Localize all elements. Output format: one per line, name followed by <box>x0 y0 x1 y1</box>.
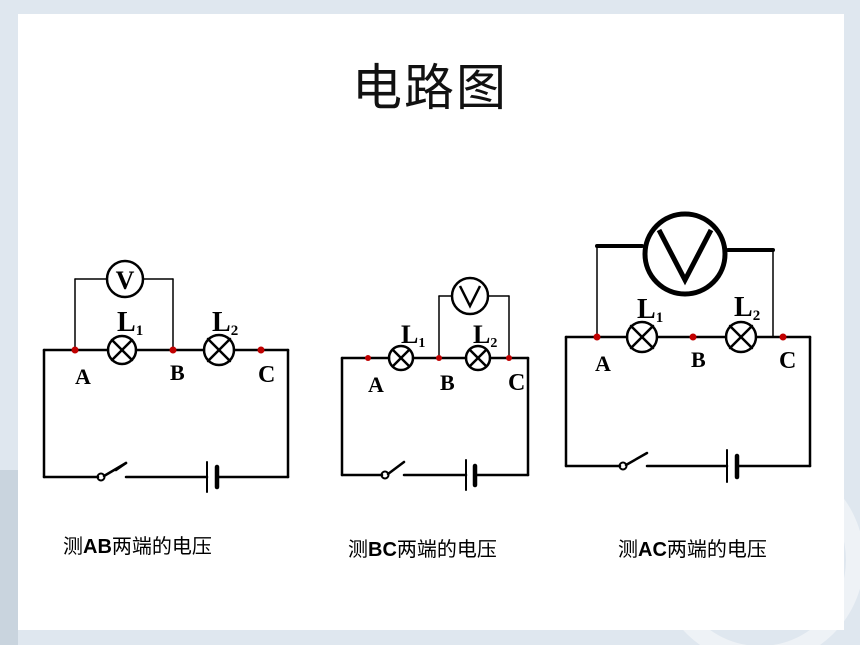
point-c-label: C <box>779 348 796 374</box>
caption-ab: 测AB两端的电压 <box>63 534 212 558</box>
lamp-l1-3 <box>625 320 659 354</box>
node-b-2 <box>436 355 442 361</box>
lamp2-label: L2 <box>473 320 497 351</box>
switch-2 <box>380 460 406 480</box>
lamp-l2-1 <box>202 333 236 367</box>
page-title: 电路图 <box>352 59 508 117</box>
point-a-label: A <box>75 364 91 389</box>
circuit-3 <box>564 211 812 483</box>
battery-2 <box>465 459 478 491</box>
voltmeter-v-glyph-3 <box>656 228 714 286</box>
lamp2-label: L2 <box>212 307 238 339</box>
node-b-1 <box>169 346 177 354</box>
voltmeter-3 <box>642 211 728 297</box>
point-b-label: B <box>440 370 455 395</box>
node-a-3 <box>593 333 601 341</box>
lamp1-label: L1 <box>637 294 663 326</box>
lamp1-label: L1 <box>117 307 143 339</box>
point-a-label: A <box>595 351 611 376</box>
point-a-label: A <box>368 372 384 397</box>
point-b-label: B <box>691 347 706 372</box>
node-c-2 <box>506 355 512 361</box>
voltmeter-2 <box>450 276 490 316</box>
lamp2-label: L2 <box>734 292 760 324</box>
lamp1-label: L1 <box>401 320 425 351</box>
switch-1 <box>96 461 128 482</box>
battery-1 <box>206 461 220 493</box>
circuit-2 <box>340 276 530 491</box>
node-c-3 <box>779 333 787 341</box>
voltmeter-1 <box>105 259 145 299</box>
node-b-3 <box>689 333 697 341</box>
voltmeter-v-glyph-2 <box>458 285 482 309</box>
circuit-1 <box>42 259 290 493</box>
battery-3 <box>726 449 740 483</box>
voltmeter-symbol: V <box>116 266 135 295</box>
node-a-2 <box>365 355 371 361</box>
slide-canvas <box>18 14 844 630</box>
switch-3 <box>618 451 649 471</box>
node-a-1 <box>71 346 79 354</box>
lamp-l2-3 <box>724 320 758 354</box>
point-c-label: C <box>258 362 275 388</box>
caption-ac: 测AC两端的电压 <box>618 537 767 561</box>
point-b-label: B <box>170 360 185 385</box>
lamp-l1-1 <box>106 334 138 366</box>
caption-bc: 测BC两端的电压 <box>348 537 497 561</box>
lamp-l2-2 <box>464 344 492 372</box>
node-dots <box>71 333 787 361</box>
lamp-l1-2 <box>387 344 415 372</box>
node-c-1 <box>257 346 265 354</box>
point-c-label: C <box>508 370 525 396</box>
